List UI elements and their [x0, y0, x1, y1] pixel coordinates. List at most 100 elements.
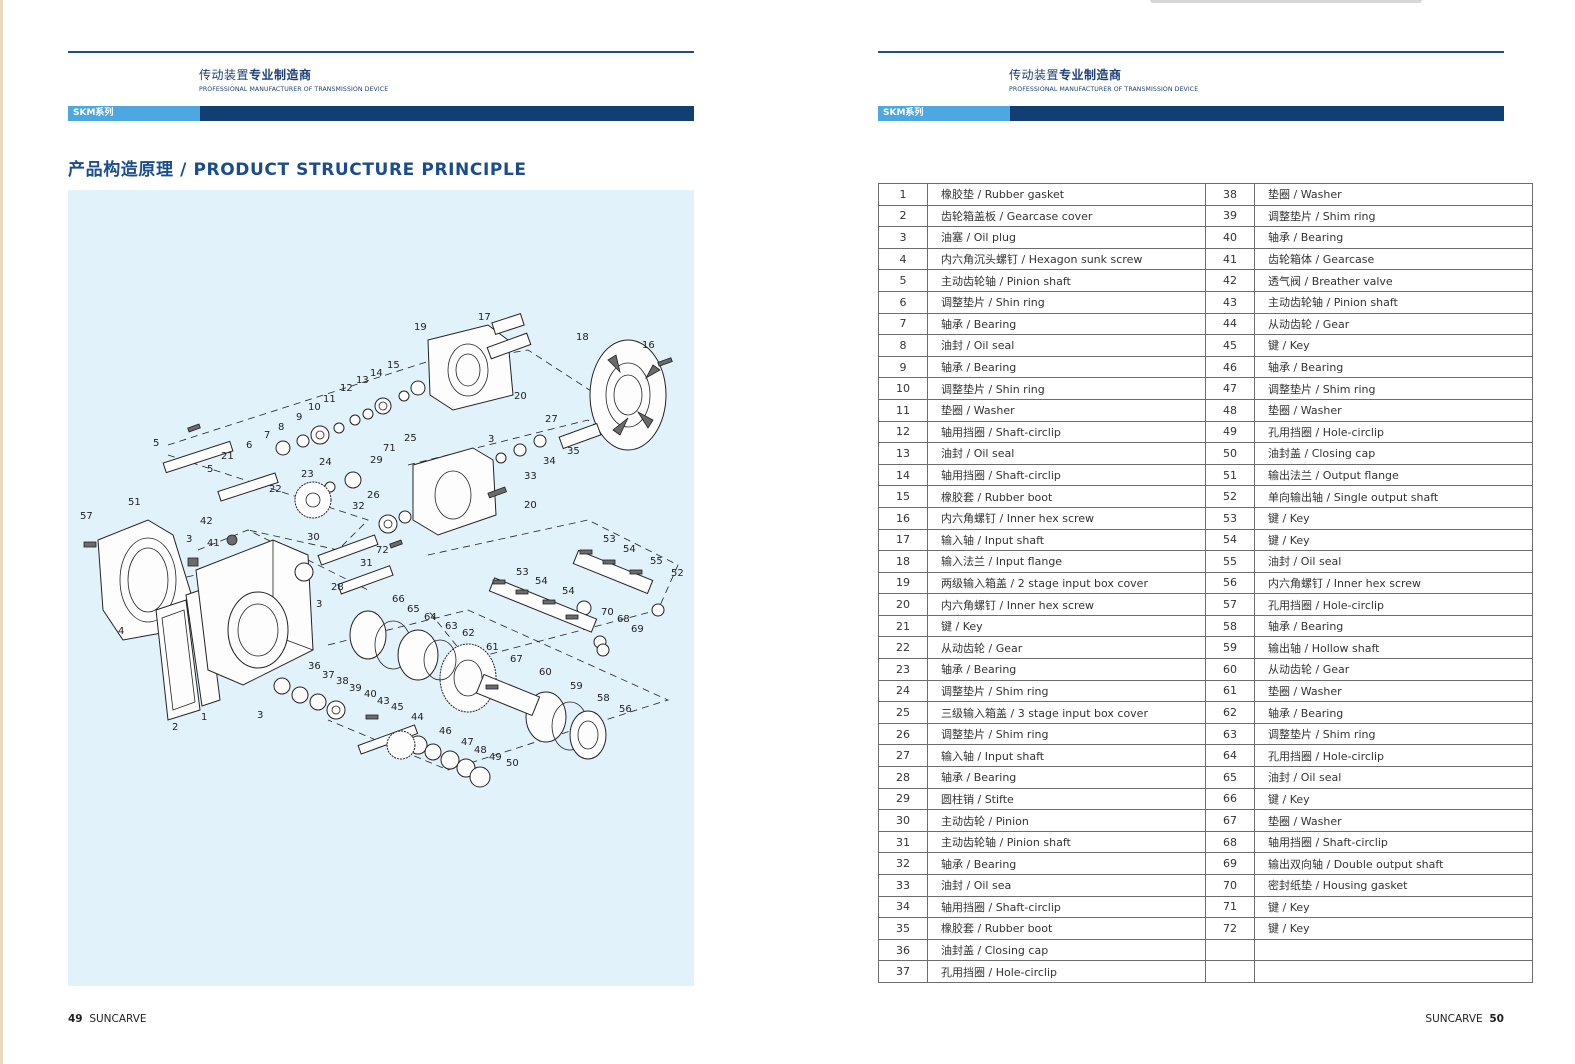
diagram-label: 23 — [301, 469, 314, 480]
part-number: 22 — [878, 636, 928, 660]
part-number: 8 — [878, 334, 928, 357]
diagram-label: 20 — [514, 391, 527, 402]
footer-left: 49 SUNCARVE — [68, 1013, 147, 1025]
part-name: 内六角螺钉 / Inner hex screw — [927, 593, 1206, 616]
section-title: 产品构造原理 / PRODUCT STRUCTURE PRINCIPLE — [68, 160, 527, 180]
part-name: 从动齿轮 / Gear — [1254, 312, 1533, 336]
diagram-label: 33 — [524, 471, 537, 482]
part-name: 轴承 / Bearing — [927, 355, 1206, 379]
part-number: 59 — [1205, 636, 1255, 660]
diagram-label: 43 — [377, 696, 390, 707]
part-number: 9 — [878, 355, 928, 379]
diagram-label: 67 — [510, 654, 523, 665]
part-name: 键 / Key — [1254, 528, 1533, 552]
part-name: 轴用挡圈 / Shaft-circlip — [1254, 830, 1533, 854]
part-name: 从动齿轮 / Gear — [927, 636, 1206, 660]
part-name: 键 / Key — [1254, 334, 1533, 357]
part-number: 58 — [1205, 614, 1255, 638]
diagram-label: 4 — [118, 626, 124, 637]
part-number: 42 — [1205, 269, 1255, 292]
input-box-cover-25 — [412, 447, 507, 536]
diagram-label: 42 — [200, 516, 213, 527]
part-name: 键 / Key — [927, 614, 1206, 638]
diagram-label: 59 — [570, 681, 583, 692]
part-number: 49 — [1205, 420, 1255, 444]
diagram-label: 20 — [524, 500, 537, 511]
part-name: 轴承 / Bearing — [927, 766, 1206, 789]
diagram-label: 72 — [376, 545, 389, 556]
part-name: 轴承 / Bearing — [927, 658, 1206, 681]
part-name: 轴承 / Bearing — [927, 312, 1206, 336]
part-name: 孔用挡圈 / Hole-circlip — [1254, 420, 1533, 444]
header-title-normal: 传动装置 — [199, 68, 250, 82]
part-number: 37 — [878, 960, 928, 983]
part-name: 油封 / Oil sea — [927, 874, 1206, 897]
part-number: 53 — [1205, 506, 1255, 530]
part-number: 65 — [1205, 766, 1255, 789]
part-number: 27 — [878, 744, 928, 768]
diagram-label: 3 — [186, 534, 192, 545]
part-number: 63 — [1205, 722, 1255, 746]
diagram-label: 16 — [642, 340, 655, 351]
gearcase-cover-2 — [155, 587, 221, 721]
part-name: 油封 / Oil seal — [927, 334, 1206, 357]
part-number: 47 — [1205, 377, 1255, 400]
diagram-label: 12 — [340, 383, 353, 394]
part-name: 轴承 / Bearing — [927, 852, 1206, 875]
diagram-label: 9 — [296, 412, 302, 423]
series-tab: SKM系列 — [68, 106, 200, 121]
part-number: 67 — [1205, 809, 1255, 832]
part-name: 圆柱销 / Stifte — [927, 787, 1206, 811]
part-name: 轴承 / Bearing — [1254, 355, 1533, 379]
keys — [187, 423, 643, 720]
diagram-label: 54 — [562, 586, 575, 597]
diagram-label: 54 — [623, 544, 636, 555]
part-number: 21 — [878, 614, 928, 638]
part-name: 键 / Key — [1254, 895, 1533, 919]
diagram-label: 48 — [474, 745, 487, 756]
part-number — [1205, 960, 1255, 983]
part-name: 透气阀 / Breather valve — [1254, 269, 1533, 292]
diagram-label: 61 — [486, 642, 499, 653]
exploded-view-drawing: 1 2 3 3 3 3 4 5 5 6 7 8 9 10 11 12 13 14… — [80, 312, 684, 788]
left-page: 传动装置专业制造商 PROFESSIONAL MANUFACTURER OF T… — [68, 0, 694, 1064]
part-name: 轴承 / Bearing — [1254, 226, 1533, 249]
part-number: 10 — [878, 377, 928, 400]
diagram-label: 35 — [567, 446, 580, 457]
diagram-label: 55 — [650, 556, 663, 567]
part-name: 输入法兰 / Input flange — [927, 550, 1206, 573]
diagram-label: 71 — [383, 443, 396, 454]
part-name: 油封 / Oil seal — [927, 442, 1206, 465]
diagram-label: 51 — [128, 497, 141, 508]
diagram-label: 32 — [352, 501, 365, 512]
part-number: 55 — [1205, 550, 1255, 573]
part-number: 68 — [1205, 830, 1255, 854]
part-name: 从动齿轮 / Gear — [1254, 658, 1533, 681]
part-name: 轴用挡圈 / Shaft-circlip — [927, 895, 1206, 919]
diagram-label: 28 — [331, 582, 344, 593]
part-number: 51 — [1205, 463, 1255, 487]
part-name: 单向输出轴 / Single output shaft — [1254, 485, 1533, 508]
part-number: 39 — [1205, 204, 1255, 228]
diagram-label: 3 — [488, 434, 494, 445]
part-number: 7 — [878, 312, 928, 336]
part-number: 5 — [878, 269, 928, 292]
header-title: 传动装置专业制造商 — [199, 66, 312, 83]
part-number: 17 — [878, 528, 928, 552]
part-number: 13 — [878, 442, 928, 465]
diagram-label: 3 — [257, 710, 263, 721]
part-number: 18 — [878, 550, 928, 573]
diagram-label: 50 — [506, 758, 519, 769]
part-name — [1254, 938, 1533, 962]
